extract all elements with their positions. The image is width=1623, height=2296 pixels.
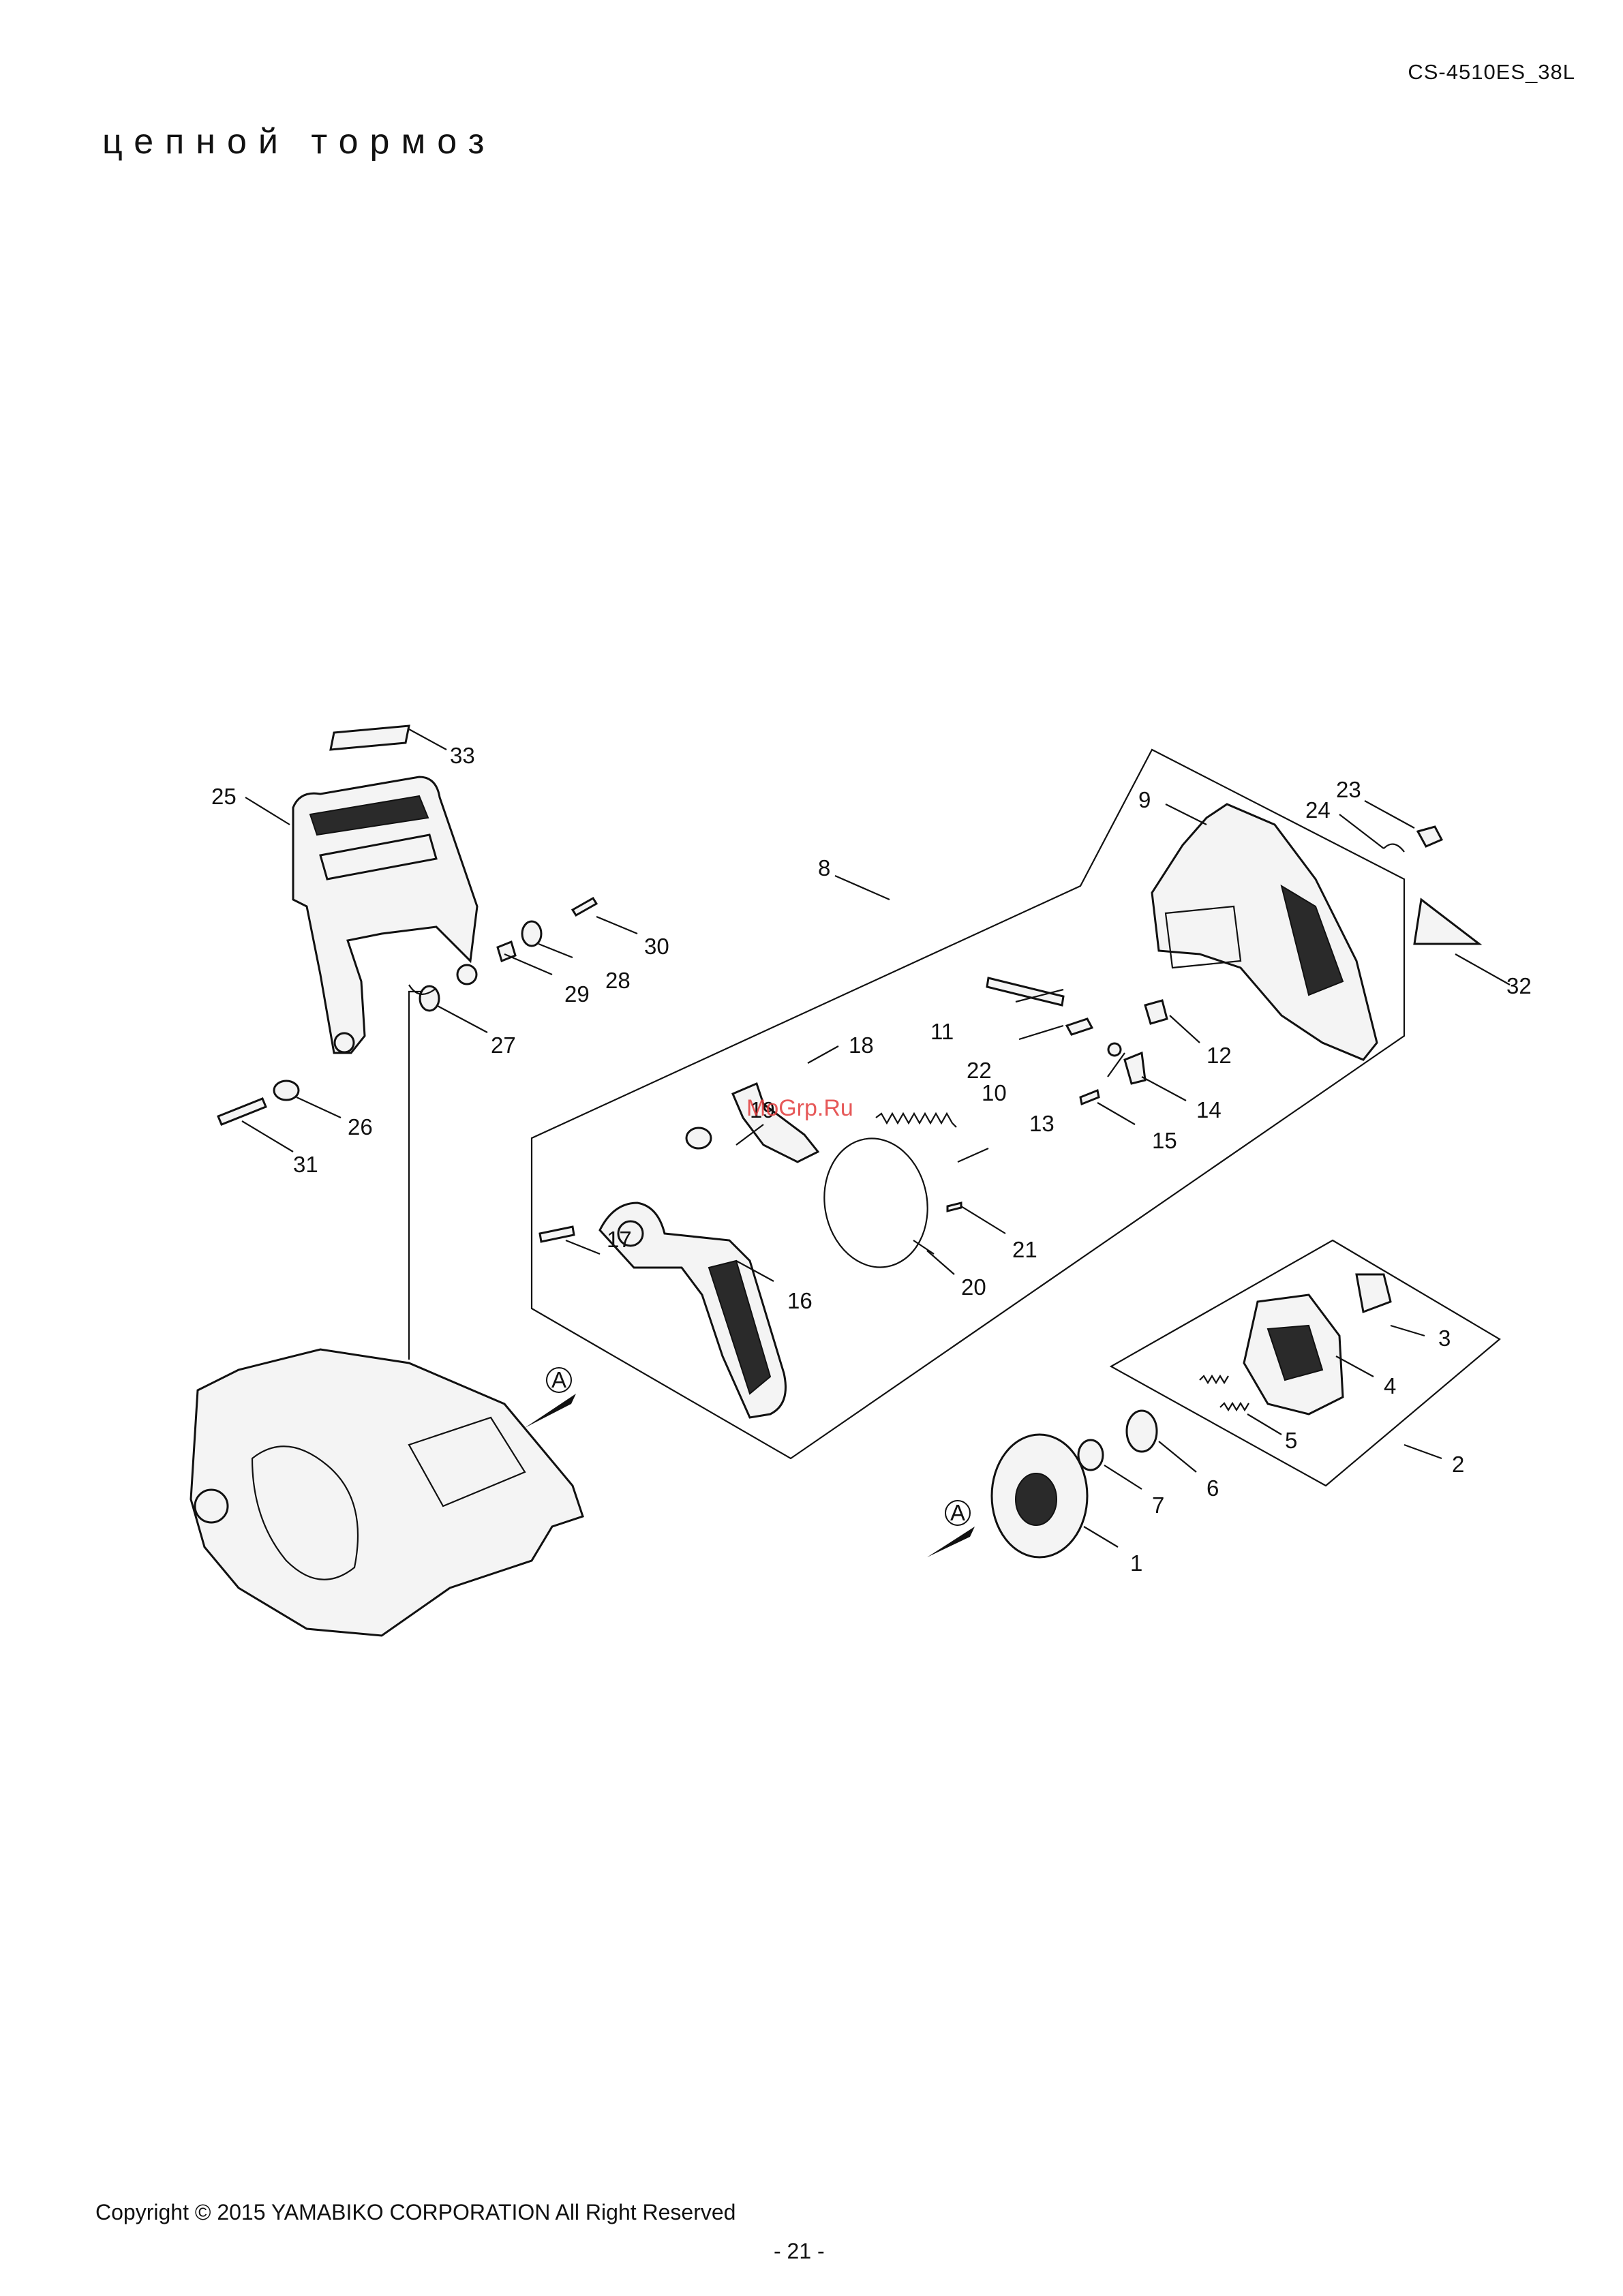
bolt-31	[218, 1099, 266, 1124]
svg-text:A: A	[551, 1367, 566, 1392]
label-sticker-33	[331, 726, 409, 750]
washer-6	[1127, 1411, 1157, 1452]
crankcase-body	[191, 1349, 583, 1636]
callout-2: 2	[1452, 1452, 1464, 1477]
svg-text:A: A	[950, 1500, 965, 1525]
clutch-spring-5b	[1220, 1403, 1249, 1410]
callout-20: 20	[961, 1274, 986, 1300]
callout-33: 33	[450, 743, 475, 768]
clutch-spring-5a	[1200, 1376, 1228, 1383]
callout-30: 30	[644, 934, 669, 959]
callout-25: 25	[211, 784, 237, 809]
callout-12: 12	[1207, 1043, 1232, 1068]
collar-26	[274, 1081, 299, 1100]
nut-23	[1418, 827, 1442, 846]
spring-27	[409, 985, 439, 1011]
callout-31: 31	[293, 1152, 318, 1177]
bolt-11	[987, 978, 1063, 1005]
callout-26: 26	[348, 1114, 373, 1139]
bolt-30	[573, 898, 596, 915]
collar-19	[686, 1128, 711, 1148]
callout-28: 28	[605, 968, 631, 993]
washer-28	[522, 921, 541, 946]
sprocket-cover-9	[1152, 804, 1377, 1060]
label-32	[1414, 900, 1479, 944]
screw-17	[540, 1227, 574, 1242]
nut-12	[1145, 1000, 1167, 1024]
callout-7: 7	[1152, 1493, 1164, 1518]
callout-22: 22	[967, 1058, 992, 1083]
callout-29: 29	[564, 981, 590, 1007]
clutch-plate-3	[1356, 1274, 1391, 1312]
callout-16: 16	[787, 1288, 813, 1313]
screw-15	[1080, 1090, 1099, 1104]
callout-21: 21	[1012, 1237, 1037, 1262]
callout-11: 11	[930, 1019, 954, 1044]
callout-24: 24	[1305, 797, 1331, 823]
view-marker-a-drum: A	[927, 1500, 975, 1557]
pin-21	[947, 1203, 961, 1211]
callout-9: 9	[1138, 787, 1151, 812]
callout-3: 3	[1438, 1326, 1451, 1351]
copyright-footer: Copyright © 2015 YAMABIKO CORPORATION Al…	[95, 2200, 735, 2225]
callout-1: 1	[1130, 1550, 1142, 1576]
brake-band-20	[815, 1130, 938, 1275]
callout-18: 18	[849, 1032, 874, 1058]
callout-8: 8	[818, 855, 830, 881]
callout-6: 6	[1207, 1475, 1219, 1501]
callout-4: 4	[1384, 1373, 1396, 1398]
plate-14	[1125, 1053, 1145, 1084]
brake-spring-22	[876, 1114, 956, 1127]
callout-23: 23	[1336, 777, 1361, 802]
callout-13: 13	[1029, 1111, 1055, 1136]
clip-24	[1384, 844, 1404, 852]
callout-10: 10	[982, 1080, 1007, 1105]
callout-5: 5	[1285, 1428, 1297, 1453]
guard-leader-line	[409, 992, 423, 1360]
callout-32: 32	[1506, 973, 1532, 998]
nut-13	[1108, 1043, 1121, 1056]
watermark: MoGrp.Ru	[746, 1095, 853, 1121]
callout-14: 14	[1196, 1097, 1222, 1122]
callout-15: 15	[1152, 1128, 1177, 1153]
callout-17: 17	[607, 1227, 632, 1252]
clutch-shoe-4	[1244, 1295, 1343, 1414]
callout-27: 27	[491, 1032, 516, 1058]
clutch-drum-1	[992, 1435, 1087, 1557]
pin-10	[1067, 1019, 1092, 1035]
view-marker-a-crankcase: A	[525, 1367, 576, 1428]
page-number: - 21 -	[774, 2239, 825, 2264]
